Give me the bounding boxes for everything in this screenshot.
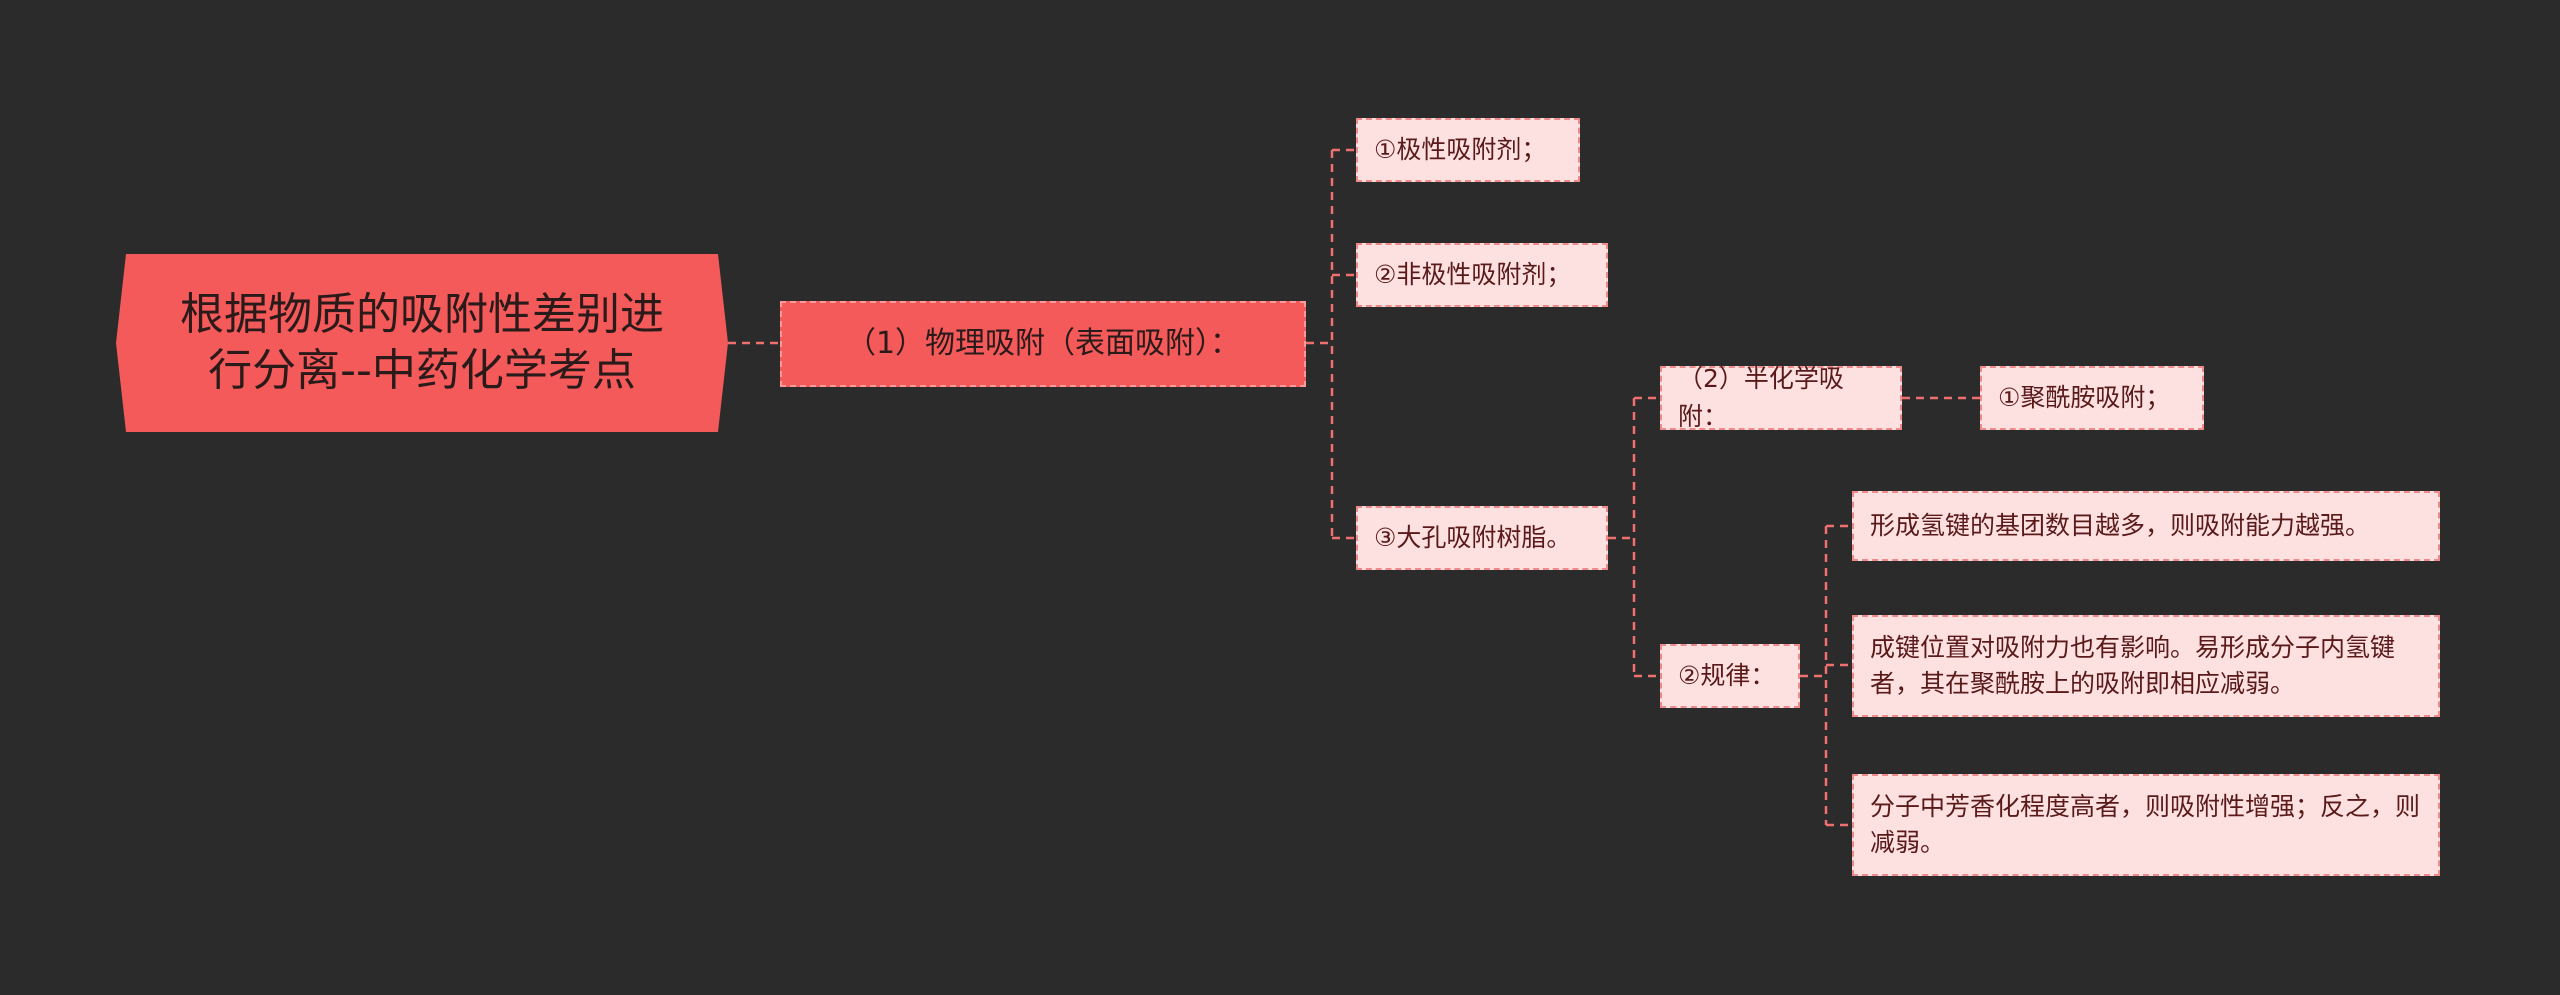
root-title-line2: 行分离--中药化学考点 (208, 345, 636, 396)
topic-rule-hydrogen-bond-count-label: 形成氢键的基团数目越多，则吸附能力越强。 (1870, 511, 2371, 540)
topic-polyamide-adsorption-label: ①聚酰胺吸附； (1998, 383, 2171, 412)
topic-macroporous-resin-label: ③大孔吸附树脂。 (1374, 523, 1572, 552)
topic-polyamide-adsorption[interactable]: ①聚酰胺吸附； (1980, 366, 2204, 430)
topic-rule-aromaticity[interactable]: 分子中芳香化程度高者，则吸附性增强；反之，则减弱。 (1852, 774, 2440, 876)
topic-rule-bond-position-label: 成键位置对吸附力也有影响。易形成分子内氢键者，其在聚酰胺上的吸附即相应减弱。 (1870, 633, 2396, 698)
topic-physical-adsorption-label: （1）物理吸附（表面吸附）： (845, 326, 1241, 361)
topic-rule-bond-position[interactable]: 成键位置对吸附力也有影响。易形成分子内氢键者，其在聚酰胺上的吸附即相应减弱。 (1852, 615, 2440, 717)
topic-nonpolar-adsorbent-label: ②非极性吸附剂； (1374, 260, 1572, 289)
topic-polar-adsorbent[interactable]: ①极性吸附剂； (1356, 118, 1580, 182)
topic-semi-chemical-adsorption-label: （2）半化学吸附： (1678, 364, 1844, 431)
root-topic[interactable]: 根据物质的吸附性差别进 行分离--中药化学考点 (116, 254, 728, 432)
topic-physical-adsorption[interactable]: （1）物理吸附（表面吸附）： (780, 301, 1306, 387)
topic-polar-adsorbent-label: ①极性吸附剂； (1374, 135, 1547, 164)
topic-nonpolar-adsorbent[interactable]: ②非极性吸附剂； (1356, 243, 1608, 307)
topic-rule-hydrogen-bond-count[interactable]: 形成氢键的基团数目越多，则吸附能力越强。 (1852, 491, 2440, 561)
topic-macroporous-resin[interactable]: ③大孔吸附树脂。 (1356, 506, 1608, 570)
topic-semi-chemical-adsorption[interactable]: （2）半化学吸附： (1660, 364, 1902, 431)
root-title-line1: 根据物质的吸附性差别进 (180, 289, 664, 340)
topic-rule-aromaticity-label: 分子中芳香化程度高者，则吸附性增强；反之，则减弱。 (1870, 792, 2421, 857)
topic-rules[interactable]: ②规律： (1660, 644, 1800, 708)
topic-rules-label: ②规律： (1678, 661, 1776, 690)
